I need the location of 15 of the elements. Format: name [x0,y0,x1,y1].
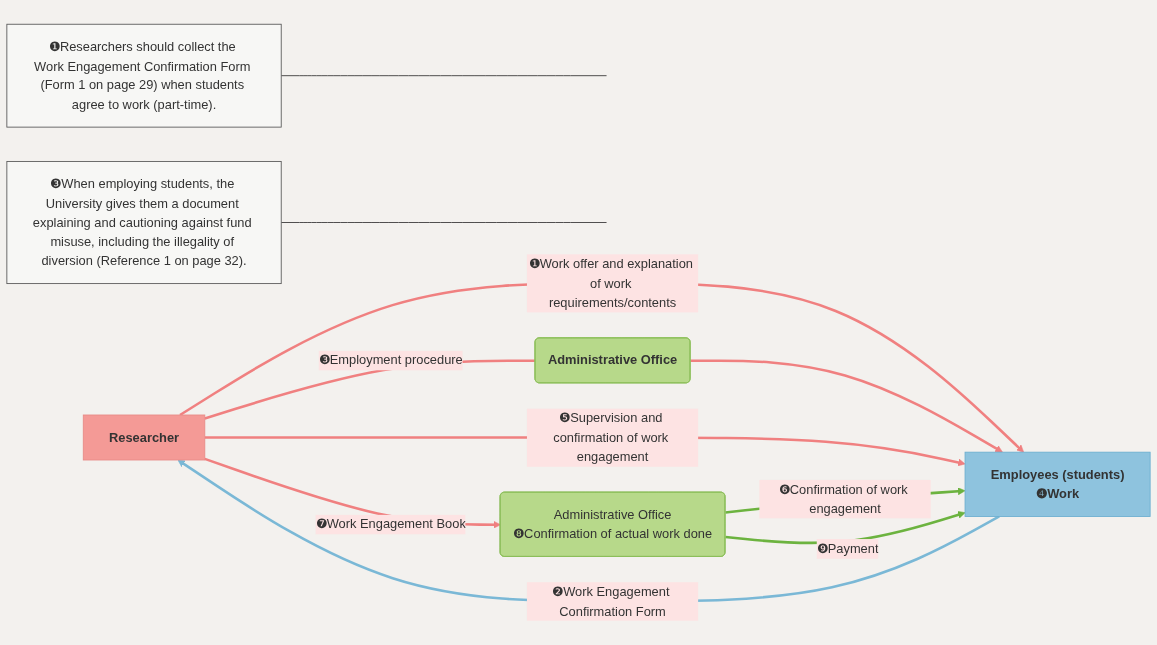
node-box: Employees (students) ❹Work [964,451,1151,517]
node-box: Researcher [82,414,206,461]
node-box: ❸When employing students, the University gives them a document explaining and cautioning against fund misuse, including the illegality of diversion (Reference 1 on page 32). [6,161,282,285]
edge-label: ❸Employment procedure [318,352,463,367]
edge-label: ❺Supervision and confirmation of work engagement [553,410,669,464]
node-box: ❶Researchers should collect the Work Engagement Confirmation Form (Form 1 on page 29) when students agree to work (part-time). [6,23,282,128]
edge-label: ❶Work offer and explanation of work requirements/contents [528,255,693,310]
edge-label: ❷Work Engagement Confirmation Form [552,583,670,618]
edge-label: ❻Confirmation of work engagement [778,481,908,516]
edge-label: ❼Work Engagement Book [315,516,466,531]
arrow [690,359,1003,453]
arrow [179,281,1024,453]
edge-label: ❾Payment [816,540,879,556]
connector [280,75,607,77]
connector [280,222,607,223]
